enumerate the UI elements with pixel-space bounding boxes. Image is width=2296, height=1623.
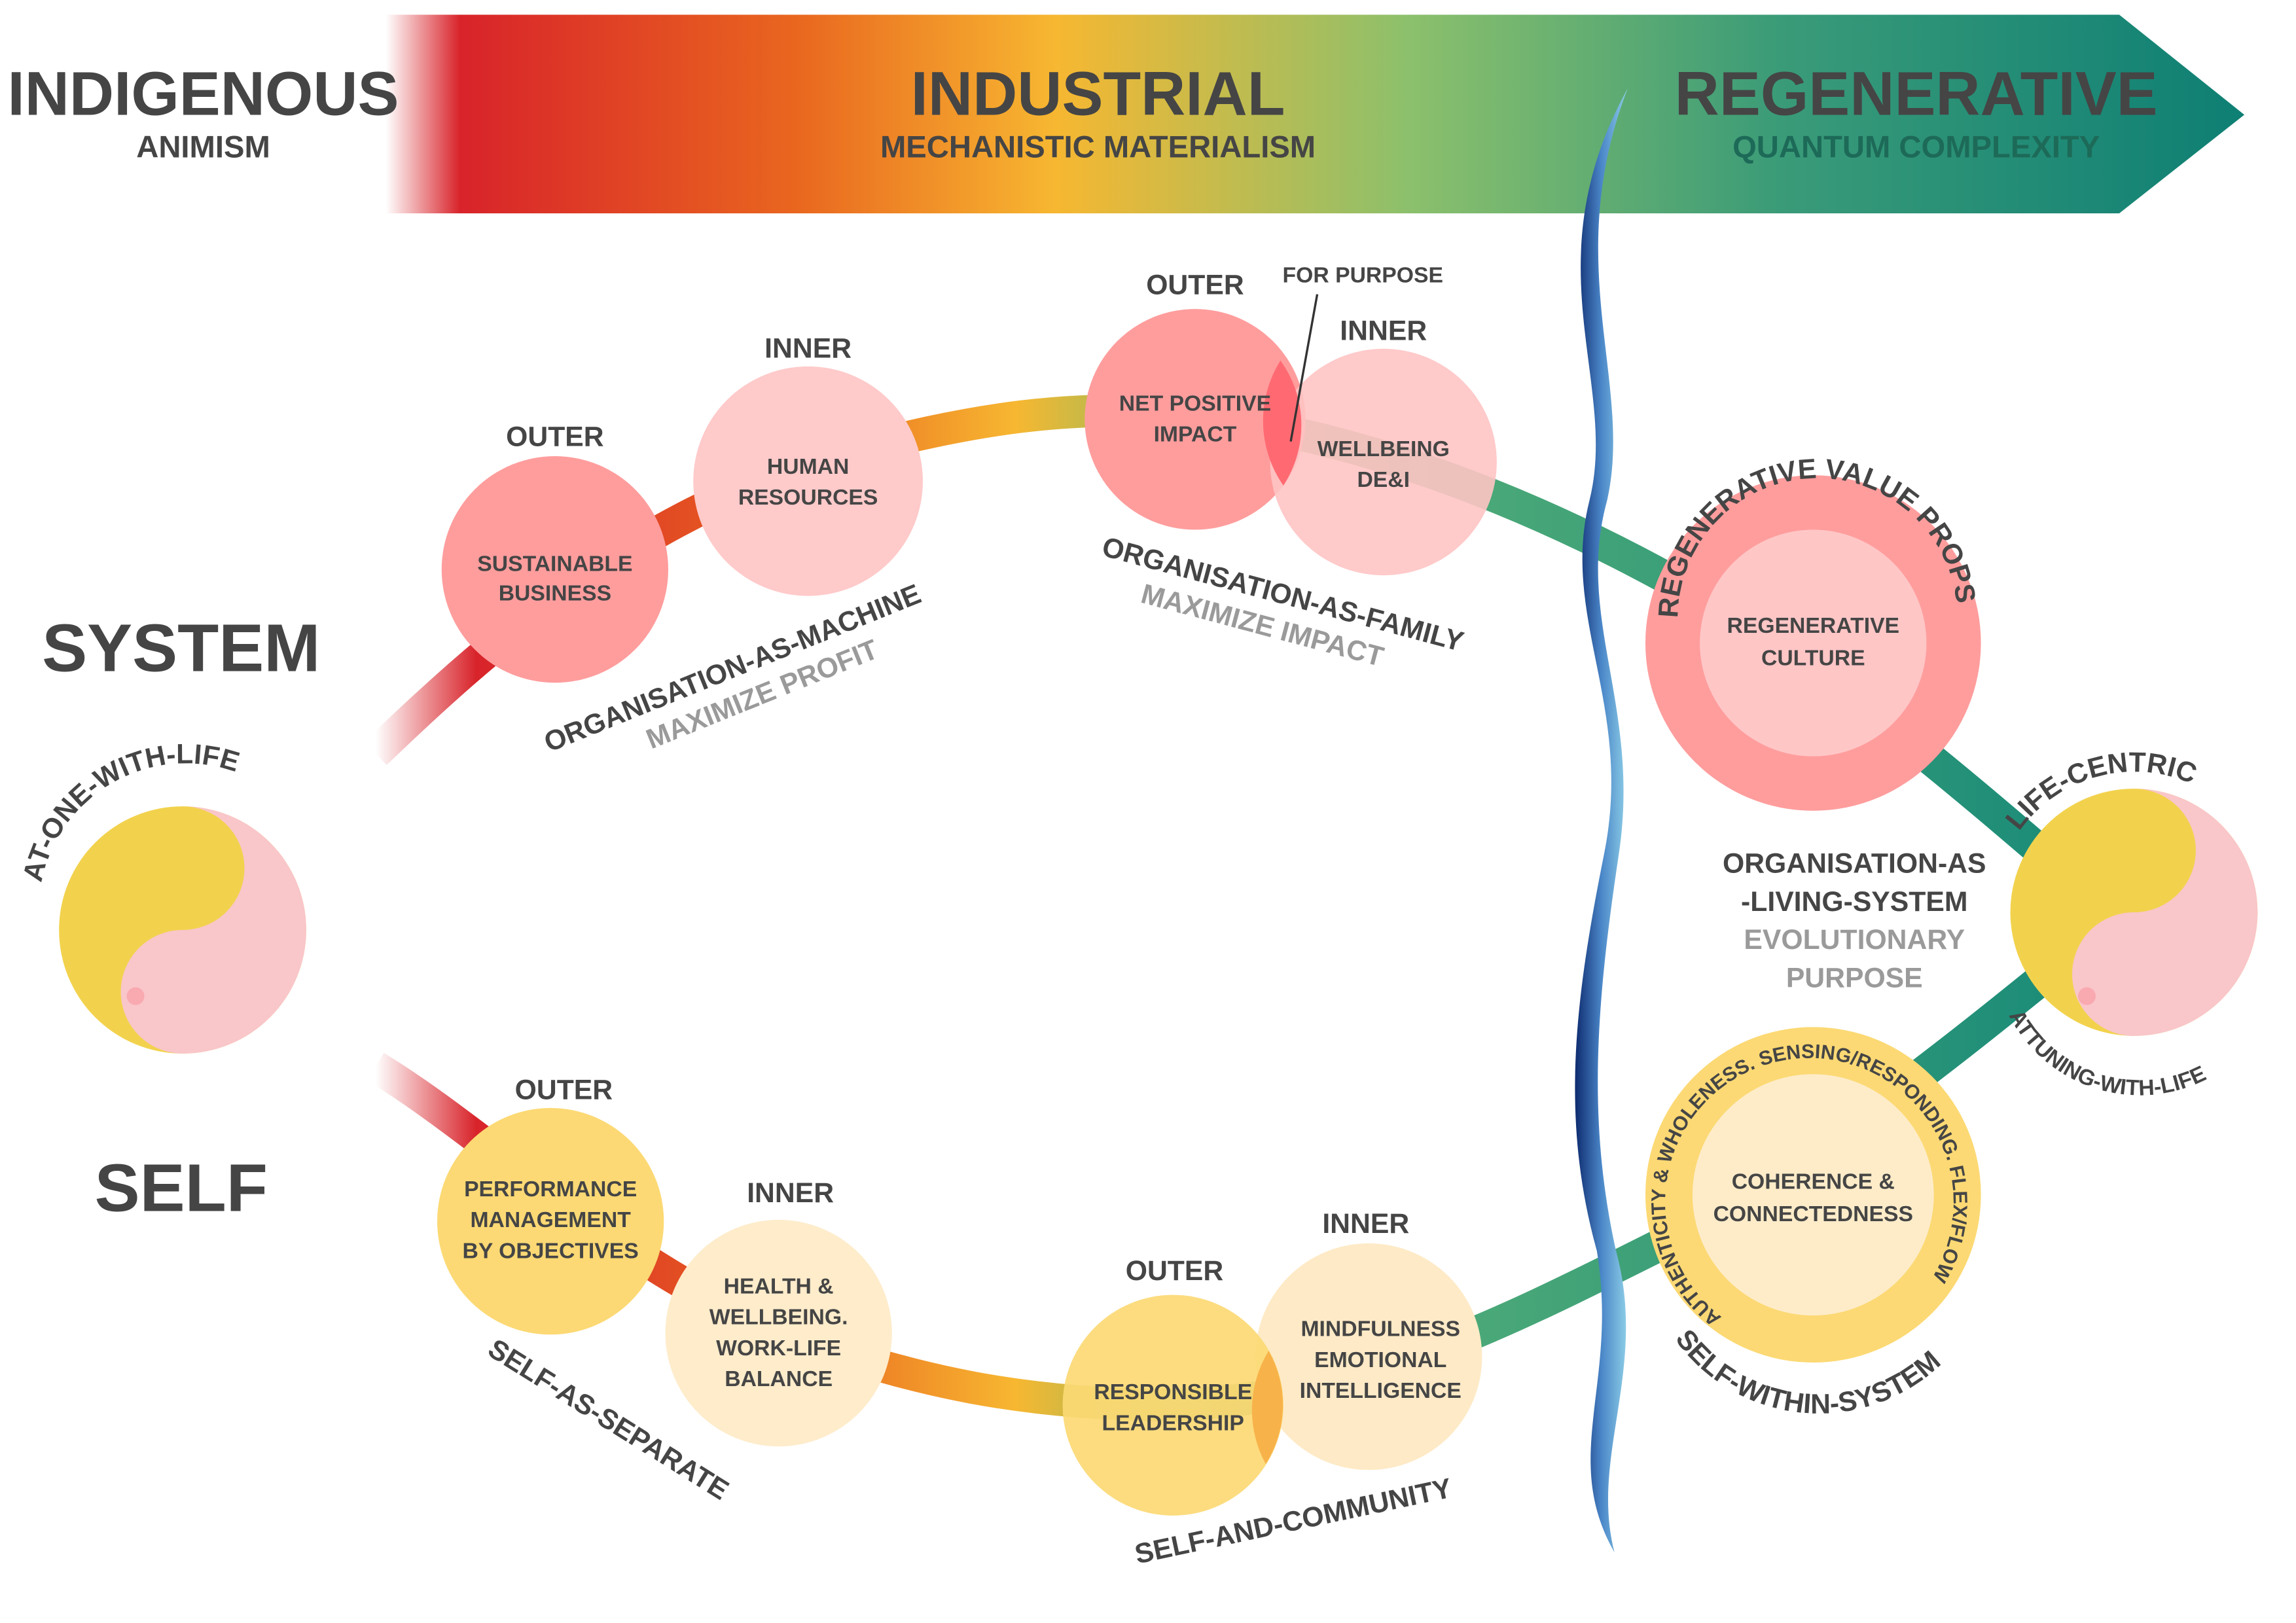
circle-text: MINDFULNESS — [1300, 1317, 1460, 1342]
outer-label: OUTER — [1126, 1255, 1223, 1287]
circle-text: PERFORMANCE — [464, 1177, 637, 1202]
era-banner: INDIGENOUS ANIMISM INDUSTRIAL MECHANISTI… — [7, 14, 2245, 214]
for-purpose-label: FOR PURPOSE — [1283, 263, 1443, 288]
era-arrow — [386, 14, 2245, 214]
circle-text: IMPACT — [1154, 422, 1237, 447]
circle-text: HEALTH & — [724, 1274, 834, 1298]
sustainable-business-circle — [441, 456, 669, 683]
era-title-regenerative: REGENERATIVE — [1675, 60, 2158, 128]
regenerative-culture-circle — [1700, 529, 1927, 757]
circle-text: EMOTIONAL — [1314, 1347, 1446, 1372]
responsible-leadership-circle — [1062, 1294, 1283, 1516]
self-within-system-group: AUTHENTICITY & WHOLENESS. SENSING/RESPON… — [1645, 1027, 1981, 1420]
circle-text: REGENERATIVE — [1727, 613, 1900, 638]
inner-label: INNER — [747, 1177, 834, 1209]
circle-text: CULTURE — [1761, 645, 1865, 670]
circle-text: RESPONSIBLE — [1094, 1380, 1252, 1404]
circle-text: DE&I — [1357, 467, 1410, 492]
goal: PURPOSE — [1786, 963, 1923, 994]
circle-text: BUSINESS — [499, 580, 611, 605]
row-label-self: SELF — [95, 1149, 268, 1225]
circle-text: SUSTAINABLE — [477, 551, 632, 576]
circle-text: INTELLIGENCE — [1300, 1378, 1462, 1403]
era-subtitle-indigenous: ANIMISM — [136, 130, 270, 165]
circle-text: CONNECTEDNESS — [1713, 1202, 1913, 1226]
pointer-line — [1289, 294, 1319, 442]
caption: ORGANISATION-AS — [1723, 847, 1986, 879]
circle-text: HUMAN — [767, 454, 850, 479]
outer-label: OUTER — [515, 1075, 613, 1106]
yin-yang-right-icon — [2010, 789, 2258, 1036]
self-and-community-group: OUTER INNER RESPONSIBLE LEADERSHIP MINDF… — [1062, 1208, 1482, 1570]
human-resources-circle — [693, 366, 923, 596]
era-title-indigenous: INDIGENOUS — [7, 60, 399, 128]
coherence-circle — [1692, 1074, 1934, 1316]
organisation-as-family-group: OUTER INNER FOR PURPOSE NET POSITIVE IMP… — [1085, 263, 1497, 673]
circle-text: LEADERSHIP — [1102, 1410, 1244, 1435]
caption: -LIVING-SYSTEM — [1741, 886, 1967, 918]
organisation-as-living-system-group: REGENERATIVE VALUE PROPS REGENERATIVE CU… — [1645, 453, 1986, 994]
goal: EVOLUTIONARY — [1744, 924, 1965, 955]
circle-text: WORK-LIFE — [716, 1336, 841, 1361]
era-subtitle-regenerative: QUANTUM COMPLEXITY — [1732, 130, 2100, 165]
health-wellbeing-circle — [665, 1219, 892, 1447]
row-label-system: SYSTEM — [42, 609, 320, 685]
performance-management-circle — [437, 1108, 664, 1335]
mindfulness-circle — [1255, 1243, 1482, 1471]
inner-label: INNER — [1340, 315, 1427, 346]
circle-text: MANAGEMENT — [470, 1207, 631, 1232]
overlap — [1251, 1351, 1283, 1465]
circle-text: BALANCE — [725, 1366, 833, 1391]
circle-text: RESOURCES — [738, 485, 878, 510]
era-subtitle-industrial: MECHANISTIC MATERIALISM — [880, 130, 1316, 165]
paradigm-shift-river — [1575, 88, 1628, 1553]
outer-label: OUTER — [506, 421, 603, 452]
era-title-industrial: INDUSTRIAL — [911, 60, 1285, 128]
for-purpose-overlap — [1263, 360, 1302, 486]
circle-text: BY OBJECTIVES — [463, 1238, 639, 1263]
net-positive-impact-circle — [1085, 309, 1306, 530]
wellbeing-circle — [1270, 348, 1497, 576]
inner-label: INNER — [764, 332, 852, 364]
inner-label: INNER — [1322, 1208, 1409, 1240]
circle-text: NET POSITIVE — [1119, 391, 1271, 416]
circle-text: WELLBEING. — [709, 1305, 848, 1330]
outer-label: OUTER — [1146, 270, 1244, 301]
circle-text: WELLBEING — [1318, 437, 1450, 461]
yin-yang-left-icon — [59, 806, 306, 1054]
organisation-as-machine-group: OUTER SUSTAINABLE BUSINESS INNER HUMAN R… — [441, 332, 925, 758]
circle-text: COHERENCE & — [1732, 1169, 1895, 1194]
